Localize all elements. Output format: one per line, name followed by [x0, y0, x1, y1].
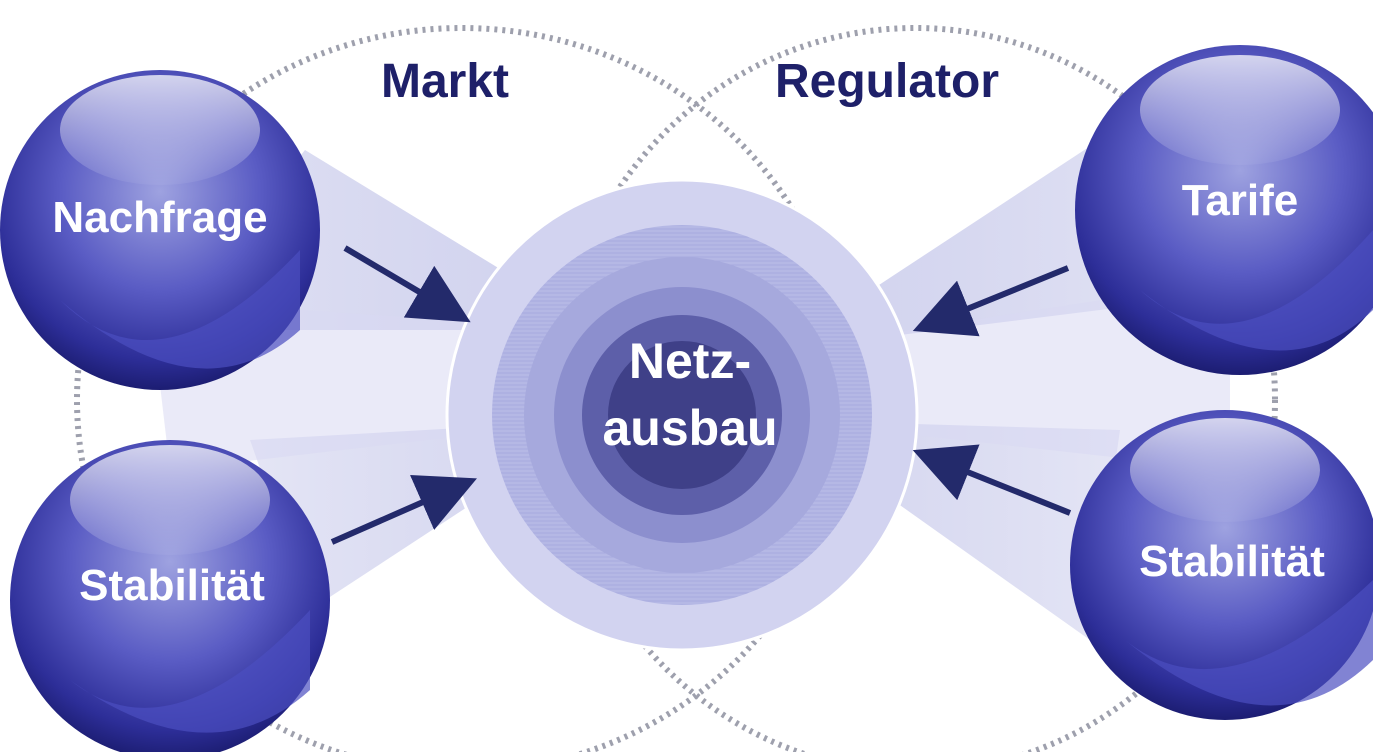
center-label-line1: Netz- — [629, 333, 751, 389]
sphere-stabilitaet-right — [1070, 410, 1373, 720]
tarife-label: Tarife — [1182, 176, 1299, 225]
stabilitaet-right-label: Stabilität — [1139, 537, 1325, 586]
regulator-group-ring — [552, 25, 1278, 752]
center-label-line2: ausbau — [602, 400, 777, 456]
regulator-label: Regulator — [775, 55, 999, 108]
nachfrage-label: Nachfrage — [52, 193, 267, 242]
arrow-nachfrage — [343, 245, 471, 323]
arrow-tarife — [912, 265, 1070, 337]
markt-label: Markt — [381, 55, 509, 108]
arrow-stabilitaet-left — [330, 475, 477, 545]
sphere-tarife — [1075, 45, 1373, 375]
arrow-stabilitaet-right — [912, 444, 1072, 516]
stabilitaet-left-label: Stabilität — [79, 561, 265, 610]
center-node — [445, 178, 919, 652]
sphere-stabilitaet-left — [10, 440, 330, 752]
sphere-nachfrage — [0, 70, 320, 390]
